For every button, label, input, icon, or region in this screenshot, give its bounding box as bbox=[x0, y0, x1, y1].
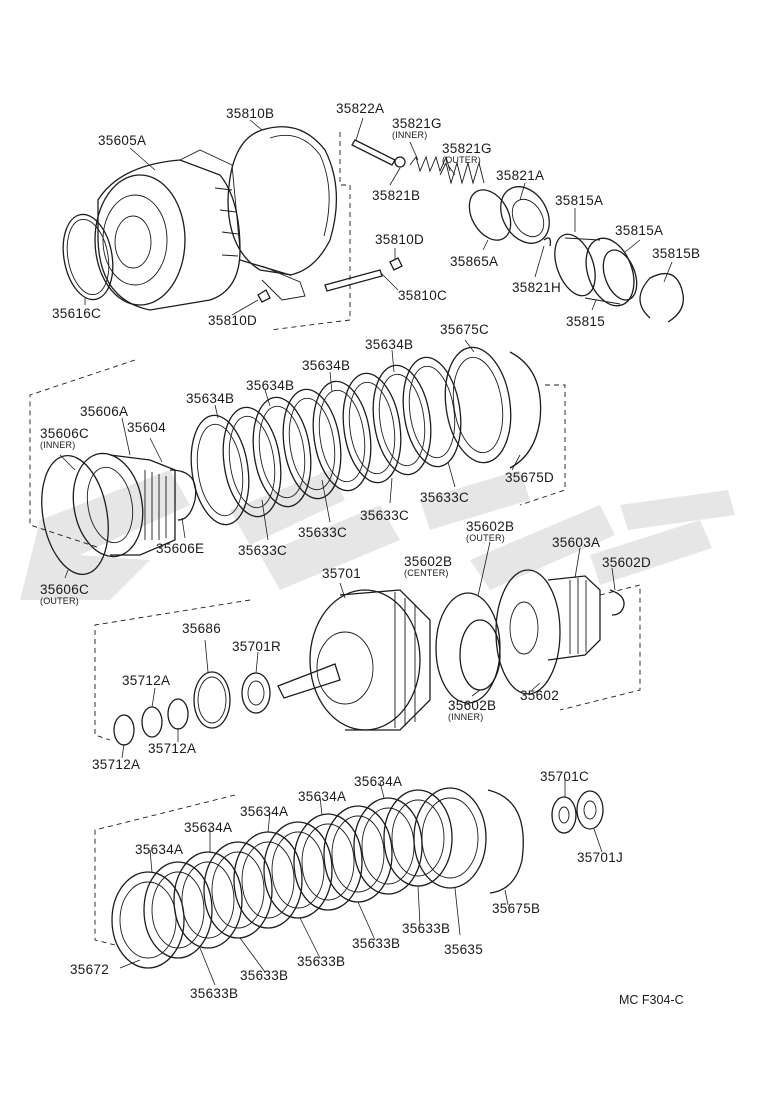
label-35633C-4: 35633C bbox=[238, 543, 287, 558]
label-35602B-inner: 35602B bbox=[448, 698, 496, 713]
label-35633B-3: 35633B bbox=[297, 954, 345, 969]
label-35602D: 35602D bbox=[602, 555, 651, 570]
label-35635: 35635 bbox=[444, 942, 483, 957]
label-35602B-inner-note: (INNER) bbox=[448, 712, 483, 722]
label-35701: 35701 bbox=[322, 566, 361, 581]
label-35633B-1: 35633B bbox=[402, 921, 450, 936]
label-35634B-3: 35634B bbox=[246, 378, 294, 393]
label-35821B: 35821B bbox=[372, 188, 420, 203]
label-35821H: 35821H bbox=[512, 280, 561, 295]
label-35633B-5: 35633B bbox=[190, 986, 238, 1001]
label-35815A-2: 35815A bbox=[615, 223, 663, 238]
watermark-logo bbox=[20, 470, 735, 600]
section-bottom bbox=[94, 787, 604, 969]
label-35606E: 35606E bbox=[156, 541, 204, 556]
section-top bbox=[62, 126, 685, 331]
label-35815B: 35815B bbox=[652, 246, 700, 261]
label-35810D-1: 35810D bbox=[375, 232, 424, 247]
label-35675D: 35675D bbox=[505, 470, 554, 485]
label-35672: 35672 bbox=[70, 962, 109, 977]
label-35634A-1: 35634A bbox=[354, 774, 402, 789]
label-35616C: 35616C bbox=[52, 306, 101, 321]
label-35810C: 35810C bbox=[398, 288, 447, 303]
label-35821G-outer: 35821G bbox=[442, 141, 492, 156]
label-35701R: 35701R bbox=[232, 639, 281, 654]
label-35606C-inner: 35606C bbox=[40, 426, 89, 441]
figure-code: MC F304-C bbox=[619, 993, 684, 1007]
leader-lines bbox=[59, 117, 673, 986]
label-35675B: 35675B bbox=[492, 901, 540, 916]
label-35701C: 35701C bbox=[540, 769, 589, 784]
label-35604: 35604 bbox=[127, 420, 166, 435]
label-35634A-3: 35634A bbox=[240, 804, 288, 819]
label-35821A: 35821A bbox=[496, 168, 544, 183]
label-35634B-1: 35634B bbox=[365, 337, 413, 352]
label-35602B-center: 35602B bbox=[404, 554, 452, 569]
label-35606C-outer-note: (OUTER) bbox=[40, 596, 79, 606]
label-35605A: 35605A bbox=[98, 133, 146, 148]
label-35712A-3: 35712A bbox=[92, 757, 140, 772]
label-35633C-1: 35633C bbox=[420, 490, 469, 505]
label-35675C: 35675C bbox=[440, 322, 489, 337]
label-35821G-inner-note: (INNER) bbox=[392, 130, 427, 140]
label-35815A-1: 35815A bbox=[555, 193, 603, 208]
label-35634A-2: 35634A bbox=[298, 789, 346, 804]
label-35810B: 35810B bbox=[226, 106, 274, 121]
label-35634A-4: 35634A bbox=[184, 820, 232, 835]
label-35810D-2: 35810D bbox=[208, 313, 257, 328]
label-35815: 35815 bbox=[566, 314, 605, 329]
label-35602: 35602 bbox=[520, 688, 559, 703]
label-35865A: 35865A bbox=[450, 254, 498, 269]
label-35603A: 35603A bbox=[552, 535, 600, 550]
label-35822A: 35822A bbox=[336, 101, 384, 116]
label-35602B-outer-note: (OUTER) bbox=[466, 533, 505, 543]
label-35602B-center-note: (CENTER) bbox=[404, 568, 449, 578]
label-35633B-2: 35633B bbox=[352, 936, 400, 951]
label-35606C-outer: 35606C bbox=[40, 582, 89, 597]
part-labels: 35605A 35810B 35822A 35821G (INNER) 3582… bbox=[40, 101, 700, 1007]
label-35606C-inner-note: (INNER) bbox=[40, 440, 75, 450]
label-35602B-outer: 35602B bbox=[466, 519, 514, 534]
label-35821G-outer-note: (OUTER) bbox=[442, 155, 481, 165]
label-35821G-inner: 35821G bbox=[392, 116, 442, 131]
section-middle bbox=[29, 346, 641, 746]
label-35633C-3: 35633C bbox=[298, 525, 347, 540]
label-35633B-4: 35633B bbox=[240, 968, 288, 983]
label-35712A-1: 35712A bbox=[122, 673, 170, 688]
label-35634B-4: 35634B bbox=[186, 391, 234, 406]
label-35633C-2: 35633C bbox=[360, 508, 409, 523]
label-35701J: 35701J bbox=[577, 850, 623, 865]
label-35606A: 35606A bbox=[80, 404, 128, 419]
label-35712A-2: 35712A bbox=[148, 741, 196, 756]
label-35634A-5: 35634A bbox=[135, 842, 183, 857]
label-35686: 35686 bbox=[182, 621, 221, 636]
label-35634B-2: 35634B bbox=[302, 358, 350, 373]
